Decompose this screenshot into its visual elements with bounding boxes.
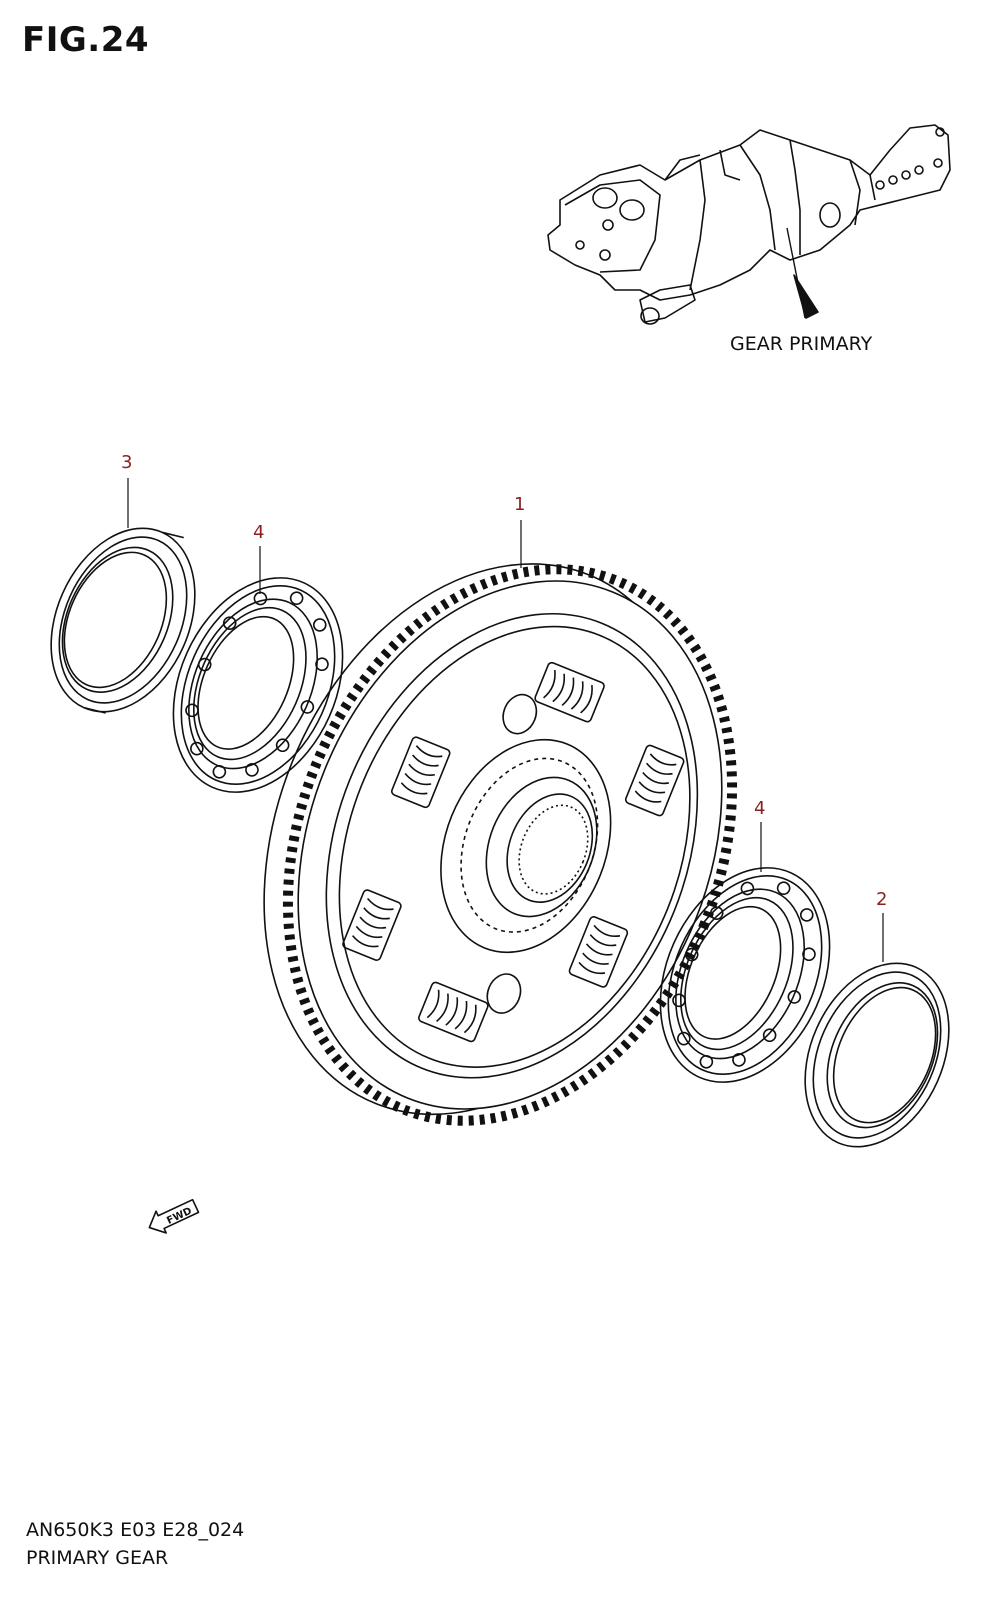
callout-number-2[interactable]: 2 [876,889,888,910]
callout-leaders [127,478,884,962]
oil-seal-upper-left [50,527,196,714]
callout-number-1[interactable]: 1 [514,494,526,515]
bearing-right [659,867,831,1083]
bearing-left [172,577,344,793]
fwd-arrow: FWD [148,1198,200,1234]
callout-number-3[interactable]: 3 [121,452,133,473]
figure-model-code: AN650K3 E03 E28_024 [26,1519,245,1541]
primary-driven-gear [263,563,738,1126]
callout-number-4-right[interactable]: 4 [754,798,766,819]
figure-title: FIG.24 [22,20,150,60]
context-label-gear-primary: GEAR PRIMARY [730,333,873,355]
callout-number-4-left[interactable]: 4 [253,522,265,543]
oil-seal-lower-right [804,962,950,1148]
engine-context-sketch [547,124,951,325]
figure-name: PRIMARY GEAR [26,1547,169,1569]
